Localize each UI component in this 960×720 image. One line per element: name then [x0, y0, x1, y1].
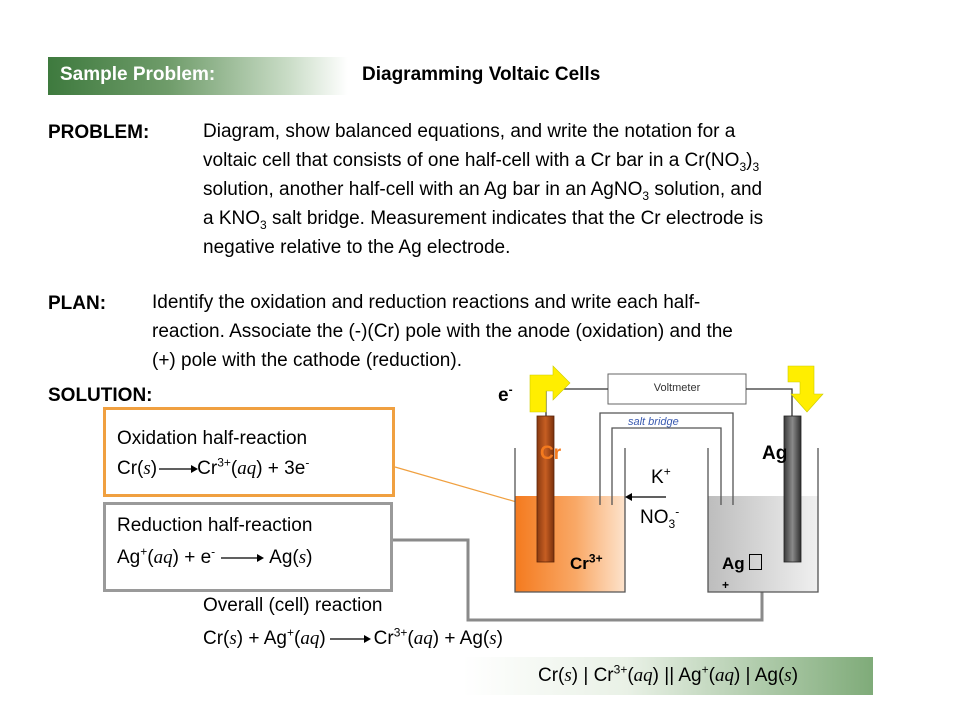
reduction-equation: Ag+(aq) + e-Ag(s) — [117, 544, 313, 568]
header-label: Sample Problem: — [60, 64, 216, 85]
oxidation-equation: Cr(s)Cr3+(aq) + 3e- — [117, 455, 310, 479]
plan-text: Identify the oxidation and reduction rea… — [152, 288, 942, 375]
cr-solution — [515, 496, 625, 592]
problem-line-3: solution, another half-cell with an Ag b… — [203, 179, 763, 203]
oxidation-title: Oxidation half-reaction — [117, 428, 308, 449]
anion-migration-arrow-icon — [625, 493, 666, 501]
salt-bridge-label: salt bridge — [628, 416, 679, 428]
problem-line-2: voltaic cell that consists of one half-c… — [203, 150, 760, 174]
cr-ion-label: Cr3+ — [570, 551, 603, 573]
oxidation-connector — [394, 466, 521, 504]
plan-label: PLAN: — [48, 293, 107, 314]
page-title: Diagramming Voltaic Cells — [362, 64, 601, 85]
cell-notation: Cr(s) | Cr3+(aq) || Ag+(aq) | Ag(s) — [463, 657, 873, 695]
ag-electrode — [783, 415, 802, 563]
solution-label: SOLUTION: — [48, 385, 153, 406]
reduction-box: Reduction half-reaction Ag+(aq) + e-Ag(s… — [103, 502, 393, 592]
potassium-ion-label: K+ — [651, 464, 671, 488]
plan-line-2: reaction. Associate the (-)(Cr) pole wit… — [152, 321, 733, 342]
oxidation-box: Oxidation half-reaction Cr(s)Cr3+(aq) + … — [103, 407, 395, 497]
electron-label: e- — [498, 382, 513, 406]
reduction-title: Reduction half-reaction — [117, 515, 313, 536]
salt-bridge-inner — [611, 427, 722, 505]
voltmeter-box — [607, 373, 747, 405]
cr-electrode-label: Cr — [540, 443, 562, 464]
wire-right — [746, 388, 793, 416]
overall-equation: Cr(s) + Ag+(aq)Cr3+(aq) + Ag(s) — [203, 625, 503, 649]
voltmeter-label: Voltmeter — [653, 382, 701, 394]
plan-line-3: (+) pole with the cathode (reduction). — [152, 350, 462, 371]
reduction-connector — [393, 538, 764, 622]
header-bar — [48, 57, 348, 95]
ag-beaker — [707, 448, 819, 593]
problem-line-1: Diagram, show balanced equations, and wr… — [203, 121, 736, 142]
plan-line-1: Identify the oxidation and reduction rea… — [152, 292, 701, 313]
problem-line-4: a KNO3 salt bridge. Measurement indicate… — [203, 208, 764, 232]
electron-flow-arrow-right-icon — [787, 365, 824, 413]
salt-bridge-outer — [599, 412, 734, 505]
oxidation-arrow-icon — [159, 465, 199, 473]
problem-line-5: negative relative to the Ag electrode. — [203, 237, 511, 258]
cr-beaker — [514, 448, 626, 593]
problem-label: PROBLEM: — [48, 122, 150, 143]
cr-electrode — [536, 415, 555, 563]
reduction-arrow-icon — [221, 554, 265, 562]
problem-text: Diagram, show balanced equations, and wr… — [203, 117, 943, 262]
nitrate-ion-label: NO3- — [640, 504, 680, 531]
overall-arrow-icon — [329, 635, 371, 643]
electron-flow-arrow-left-icon — [529, 365, 571, 413]
overall-title: Overall (cell) reaction — [203, 595, 383, 616]
ag-electrode-label: Ag — [762, 443, 788, 464]
ag-ion-label: Ag+ — [722, 554, 762, 594]
